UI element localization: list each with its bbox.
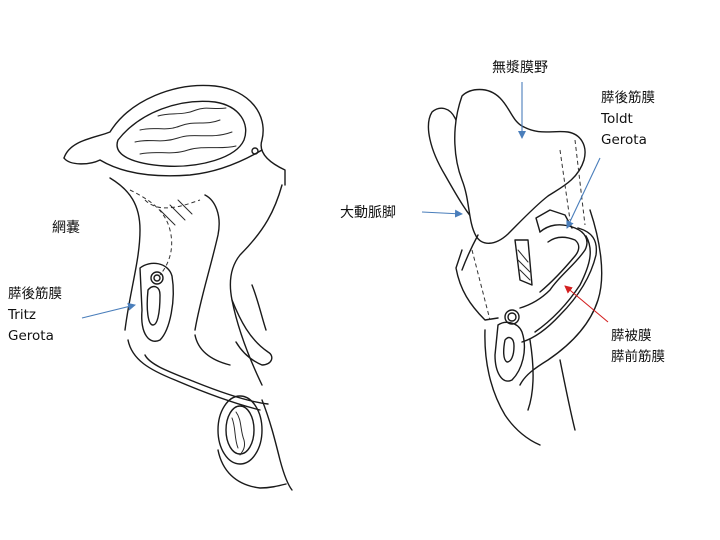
label-suigo-right-line1: 膵後筋膜 [601, 90, 655, 106]
label-suigo-left-line2: Tritz [8, 307, 36, 323]
label-suigo-left: 膵後筋膜 Tritz Gerota [8, 284, 62, 347]
arrow-suigo-right [566, 157, 601, 229]
label-mumakuya: 無漿膜野 [492, 60, 548, 76]
label-suihi-line2: 膵前筋膜 [611, 349, 665, 365]
arrow-suigo-left [81, 302, 136, 319]
label-suigo-right: 膵後筋膜 Toldt Gerota [601, 88, 655, 151]
label-suigo-right-line2: Toldt [601, 111, 633, 127]
arrow-daidomyakukyaku [421, 209, 463, 218]
label-suihi: 膵被膜 膵前筋膜 [611, 326, 665, 368]
right-3d-drawing [427, 88, 603, 446]
label-suigo-right-line3: Gerota [601, 132, 647, 148]
label-suihi-line1: 膵被膜 [611, 328, 652, 344]
label-momo: 網嚢 [52, 220, 80, 236]
label-daidomyakukyaku: 大動脈脚 [340, 205, 396, 221]
label-suigo-left-line1: 膵後筋膜 [8, 286, 62, 302]
left-sagittal-drawing [63, 84, 293, 491]
label-suigo-left-line3: Gerota [8, 328, 54, 344]
arrow-suihi [564, 285, 609, 323]
